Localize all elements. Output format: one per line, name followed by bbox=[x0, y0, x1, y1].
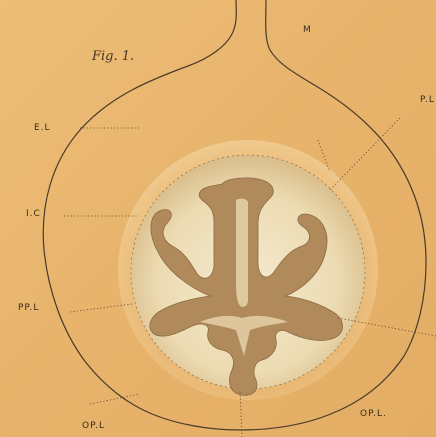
ventricle-lumen bbox=[236, 199, 248, 307]
leader-opl-left bbox=[90, 394, 140, 404]
label-opl-left: OP.L bbox=[82, 422, 105, 431]
leader-ppl bbox=[70, 304, 132, 312]
label-opl-right: OP.L. bbox=[360, 410, 387, 419]
label-el: E.L bbox=[34, 124, 51, 133]
label-m: M bbox=[303, 26, 312, 35]
leader-pl bbox=[330, 118, 400, 190]
label-ic: I.C bbox=[26, 210, 41, 219]
label-ppl: PP.L bbox=[18, 304, 39, 313]
label-pl: P.L bbox=[420, 96, 435, 105]
figure-title: Fig. 1. bbox=[92, 50, 134, 63]
